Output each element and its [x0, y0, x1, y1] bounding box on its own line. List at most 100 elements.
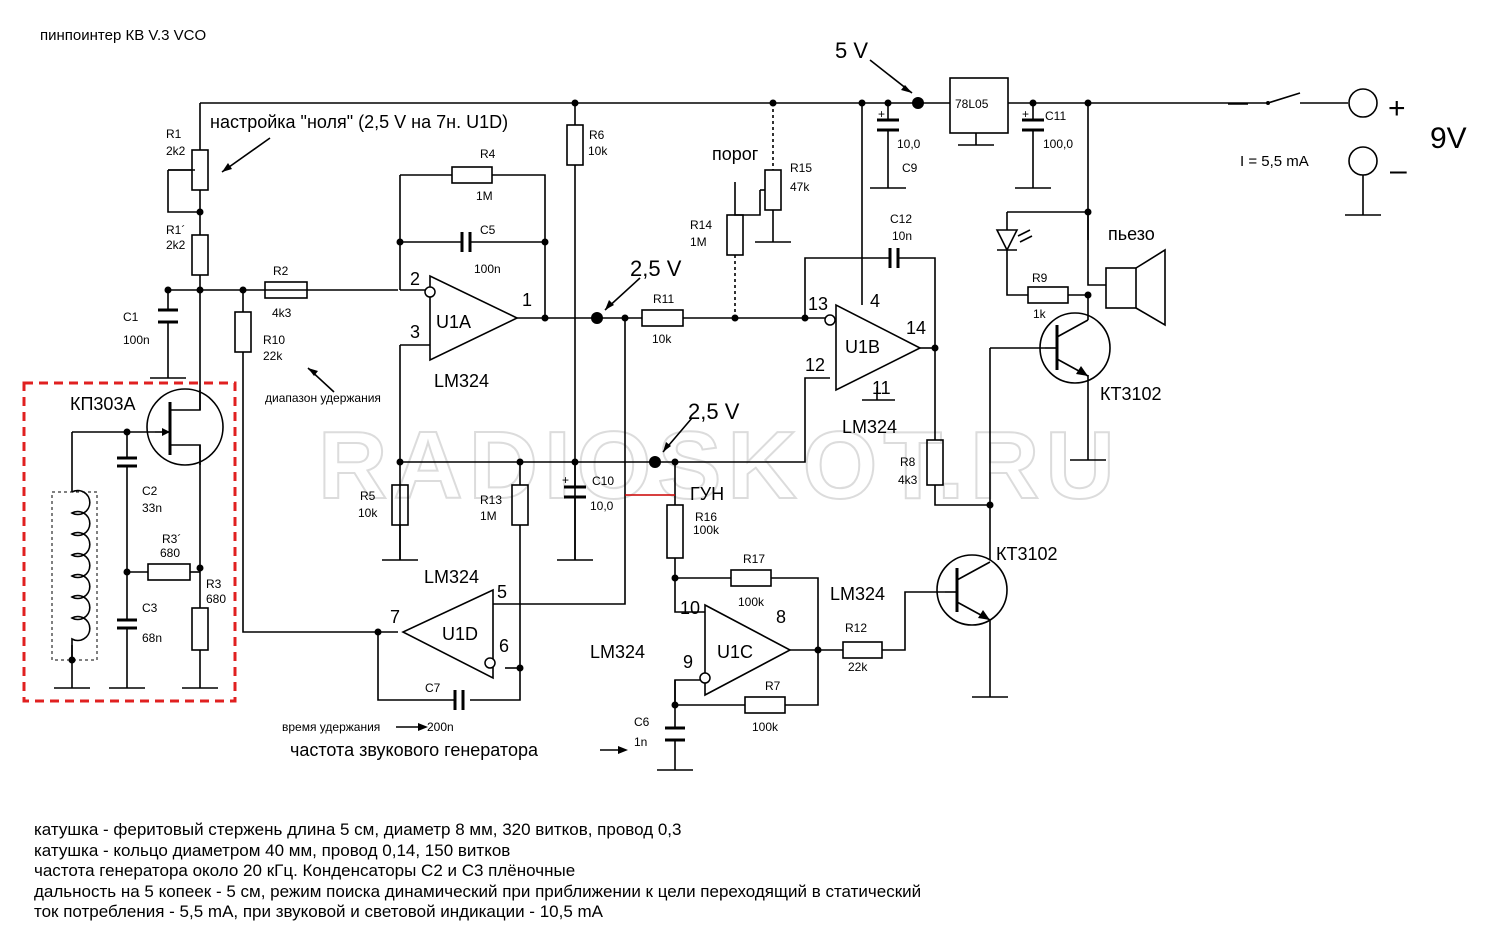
c10-label: C10 [592, 474, 614, 488]
reg-label: 78L05 [955, 97, 989, 111]
u1a-label: U1A [436, 312, 471, 332]
capacitors: + + + [117, 107, 1044, 742]
r2-value: 4k3 [272, 306, 292, 320]
r6-label: R6 [589, 128, 605, 142]
r13-value: 1M [480, 509, 497, 523]
r7-value: 100k [752, 720, 779, 734]
wires [54, 92, 1381, 771]
c3-label: C3 [142, 601, 158, 615]
r10-label: R10 [263, 333, 285, 347]
label-5v: 5 V [835, 38, 868, 63]
schematic-title: пинпоинтер КВ V.3 VCO [40, 27, 206, 44]
label-2v5-a: 2,5 V [630, 256, 682, 281]
r3b-label: R3 [206, 577, 222, 591]
npn-transistor-1 [1039, 312, 1111, 384]
pin-6: 6 [499, 636, 509, 656]
pin-8: 8 [776, 607, 786, 627]
r7-label: R7 [765, 679, 781, 693]
r15-label: R15 [790, 161, 812, 175]
c7-label: C7 [425, 681, 441, 695]
r15-value: 47k [790, 180, 810, 194]
label-vco: ГУН [690, 484, 724, 504]
r12-value: 22k [848, 660, 868, 674]
r1-label: R1 [166, 127, 182, 141]
u1a-chip: LM324 [434, 371, 489, 391]
pin-3: 3 [410, 322, 420, 342]
c11-label: C11 [1045, 109, 1066, 123]
piezo-speaker [1105, 248, 1166, 327]
label-2v5-b: 2,5 V [688, 399, 740, 424]
r16-value: 100k [693, 523, 720, 537]
svg-text:+: + [562, 473, 569, 487]
c5-value: 100n [474, 262, 501, 276]
r14-label: R14 [690, 218, 712, 232]
c10-value: 10,0 [590, 499, 614, 513]
power-terminals [1266, 88, 1378, 176]
c2-label: C2 [142, 484, 158, 498]
c12-label: C12 [890, 212, 912, 226]
r11-label: R11 [653, 292, 674, 306]
pin-14: 14 [906, 318, 926, 338]
c6-label: C6 [634, 715, 650, 729]
regulator-78l05 [949, 77, 1009, 134]
watermark: RADIOSKOT.RU [318, 412, 1121, 519]
pin-11: 11 [872, 378, 891, 398]
u1d-chip: LM324 [424, 567, 479, 587]
labels: 5 V 2,5 V 2,5 V настройка "ноля" (2,5 V … [70, 38, 1467, 760]
jfet-label: КП303А [70, 394, 135, 414]
q2-label: КТ3102 [996, 544, 1058, 564]
supply-current: I = 5,5 mA [1240, 153, 1309, 170]
pin-1: 1 [522, 290, 532, 310]
pin-7: 7 [390, 607, 400, 627]
pin-9: 9 [683, 652, 693, 672]
note-line: дальность на 5 копеек - 5 см, режим поис… [34, 881, 922, 901]
r13-label: R13 [480, 493, 502, 507]
pin-2: 2 [410, 269, 420, 289]
c11-value: 100,0 [1043, 137, 1073, 151]
npn-transistor-2 [936, 554, 1008, 626]
r8-label: R8 [900, 455, 916, 469]
r17-label: R17 [743, 552, 765, 566]
svg-text:+: + [878, 107, 885, 121]
q1-label: КТ3102 [1100, 384, 1162, 404]
led [995, 229, 1033, 252]
note-line: катушка - кольцо диаметром 40 мм, провод… [34, 840, 511, 860]
c2-value: 33n [142, 501, 162, 515]
u1c-chip-a: LM324 [590, 642, 645, 662]
r10-value: 22k [263, 349, 283, 363]
note-line: ток потребления - 5,5 mA, при звуковой и… [34, 902, 604, 921]
label-zero-adjust: настройка "ноля" (2,5 V на 7н. U1D) [210, 112, 508, 132]
r4-value: 1M [476, 189, 493, 203]
c9-label: C9 [902, 161, 918, 175]
r5-value: 10k [358, 506, 378, 520]
r11-value: 10k [652, 332, 672, 346]
u1c-chip-b: LM324 [830, 584, 885, 604]
supply-voltage: 9V [1430, 122, 1467, 155]
r1b-value: 2k2 [166, 238, 186, 252]
r5-label: R5 [360, 489, 376, 503]
r9-value: 1k [1033, 307, 1047, 321]
pin-13: 13 [808, 294, 828, 314]
notes-block: катушка - феритовый стержень длина 5 см,… [34, 820, 921, 923]
label-hold-time: время удержания [282, 720, 380, 734]
ferrite-rod [51, 491, 98, 661]
search-coil [70, 489, 91, 660]
r1b-label: R1´ [166, 223, 185, 237]
note-line: частота генератора около 20 кГц. Конденс… [34, 861, 576, 880]
label-hold-range: диапазон удержания [265, 391, 381, 405]
r4-label: R4 [480, 147, 496, 161]
pin-5: 5 [497, 582, 507, 602]
u1d-label: U1D [442, 624, 478, 644]
r8-value: 4k3 [898, 473, 918, 487]
label-piezo: пьезо [1108, 224, 1155, 244]
c7-value: 200n [427, 720, 454, 734]
c6-value: 1n [634, 735, 647, 749]
plus-sign: + [1388, 92, 1406, 125]
annotation-arrows [221, 59, 1248, 754]
junctions [68, 97, 1092, 709]
svg-text:+: + [1022, 107, 1029, 121]
u1c-label: U1C [717, 642, 753, 662]
r14-value: 1M [690, 235, 707, 249]
minus-sign: – [1390, 154, 1407, 187]
u1b-label: U1B [845, 337, 880, 357]
